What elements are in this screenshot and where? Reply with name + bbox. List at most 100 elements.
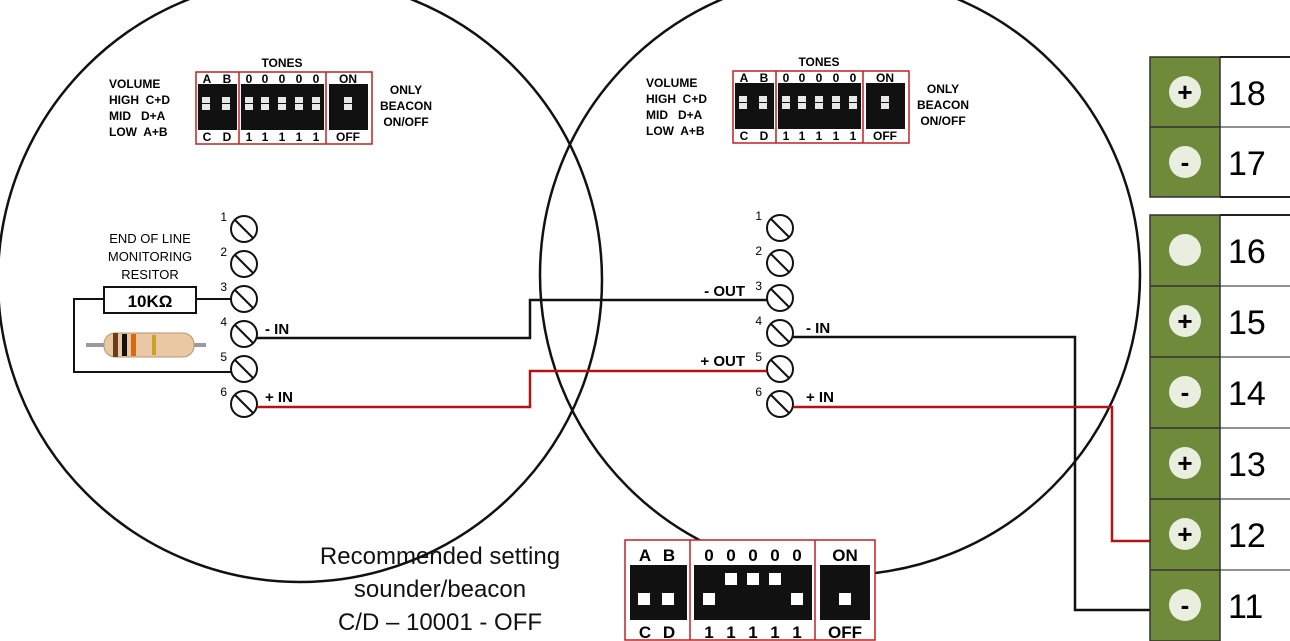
svg-text:-: -	[1181, 147, 1190, 177]
panel-terminal-block-bottom: + - + + - 16 15 14 13 12 11	[1149, 214, 1290, 641]
caption-line-3: C/D – 10001 - OFF	[337, 609, 543, 636]
svg-text:0: 0	[748, 546, 757, 565]
svg-text:-: -	[1181, 590, 1190, 620]
detector-left-dip-panel: TONES VOLUME HIGH C+D MID D+A LOW A+B ON…	[109, 56, 432, 145]
terminal-number-13: 13	[1228, 446, 1266, 484]
svg-text:0: 0	[726, 546, 735, 565]
terminal-screw-14: -	[1169, 376, 1201, 408]
caption-line-2: sounder/beacon	[353, 576, 527, 603]
panel-terminal-block-top: + - 18 17	[1149, 56, 1290, 198]
detector-left-terminals: 1 2 3 4 5 6	[220, 210, 258, 418]
svg-text:0: 0	[770, 546, 779, 565]
svg-text:0: 0	[704, 546, 713, 565]
svg-text:+: +	[1177, 448, 1192, 478]
on-off-label: ON/OFF	[920, 114, 965, 128]
volume-mid-label: MID D+A	[109, 109, 166, 123]
svg-text:1: 1	[262, 130, 269, 144]
volume-label: VOLUME	[646, 76, 697, 90]
volume-low-label: LOW A+B	[109, 125, 168, 139]
tones-label: TONES	[261, 56, 302, 70]
terminal-screw-13: +	[1169, 447, 1201, 479]
svg-text:D: D	[760, 129, 769, 143]
wire-label-out-minus: - OUT	[704, 283, 745, 300]
terminal-number: 6	[755, 385, 762, 399]
terminal-screw-18: +	[1169, 76, 1201, 108]
terminal-number-16: 16	[1228, 233, 1266, 271]
svg-text:0: 0	[783, 71, 790, 85]
wire-positive-link	[257, 369, 767, 409]
svg-text:C: C	[740, 129, 749, 143]
svg-text:1: 1	[799, 129, 806, 143]
terminal-number: 4	[755, 314, 762, 328]
svg-text:OFF: OFF	[336, 130, 360, 144]
svg-text:+: +	[1177, 306, 1192, 336]
svg-text:1: 1	[792, 623, 801, 641]
wire-label-in-plus: + IN	[806, 389, 834, 406]
resistor-value-label: 10KΩ	[128, 292, 173, 311]
terminal-screw-12: +	[1169, 518, 1201, 550]
volume-low-label: LOW A+B	[646, 124, 705, 138]
svg-text:0: 0	[816, 71, 823, 85]
volume-high-label: HIGH C+D	[646, 92, 707, 106]
svg-text:1: 1	[726, 623, 735, 641]
svg-text:OFF: OFF	[873, 129, 897, 143]
eol-caption-line1: END OF LINE	[109, 231, 191, 246]
svg-text:0: 0	[792, 546, 801, 565]
svg-text:0: 0	[246, 72, 253, 86]
wire-label-in-minus: - IN	[265, 321, 289, 338]
svg-text:1: 1	[816, 129, 823, 143]
only-label: ONLY	[390, 83, 422, 97]
svg-text:OFF: OFF	[828, 623, 862, 641]
detector-right-terminals: 1 2 3 4 5 6	[755, 209, 794, 418]
svg-text:B: B	[663, 546, 675, 565]
terminal-screw-17: -	[1169, 146, 1201, 178]
tones-label: TONES	[798, 55, 839, 69]
terminal-number-17: 17	[1228, 145, 1266, 183]
terminal-number: 2	[220, 245, 227, 259]
svg-text:B: B	[223, 72, 232, 86]
terminal-screw-11: -	[1169, 589, 1201, 621]
terminal-number: 5	[755, 350, 762, 364]
wire-label-in-plus: + IN	[265, 389, 293, 406]
svg-text:-: -	[1181, 377, 1190, 407]
terminal-number: 1	[755, 209, 762, 223]
wire-negative-panel	[793, 335, 1155, 612]
on-off-label: ON/OFF	[383, 115, 428, 129]
terminal-number-12: 12	[1228, 517, 1266, 555]
svg-text:C: C	[639, 623, 651, 641]
svg-text:ON: ON	[832, 546, 858, 565]
detector-right-dip-panel: TONES VOLUME HIGH C+D MID D+A LOW A+B ON…	[646, 55, 969, 144]
only-label: ONLY	[927, 82, 959, 96]
svg-text:1: 1	[704, 623, 713, 641]
terminal-number: 2	[755, 244, 762, 258]
svg-text:0: 0	[279, 72, 286, 86]
svg-text:ON: ON	[339, 72, 357, 86]
svg-text:0: 0	[850, 71, 857, 85]
beacon-label: BEACON	[917, 98, 969, 112]
svg-text:0: 0	[296, 72, 303, 86]
svg-text:0: 0	[262, 72, 269, 86]
terminal-number: 5	[220, 350, 227, 364]
svg-text:+: +	[1177, 77, 1192, 107]
svg-text:1: 1	[279, 130, 286, 144]
svg-text:A: A	[203, 72, 212, 86]
terminal-number-15: 15	[1228, 304, 1266, 342]
beacon-label: BEACON	[380, 99, 432, 113]
svg-text:A: A	[639, 546, 651, 565]
svg-text:1: 1	[850, 129, 857, 143]
dip-switch-left: A B 0 0 0 0 0 ON C D 1 1 1 1 1 OFF	[195, 71, 373, 145]
svg-text:+: +	[1177, 519, 1192, 549]
terminal-number: 6	[220, 385, 227, 399]
svg-text:0: 0	[313, 72, 320, 86]
terminal-number: 3	[755, 279, 762, 293]
resistor-icon	[86, 332, 206, 358]
svg-text:1: 1	[783, 129, 790, 143]
wire-negative-link	[257, 298, 767, 340]
svg-text:ON: ON	[876, 71, 894, 85]
terminal-screw-15: +	[1169, 305, 1201, 337]
wire-positive-panel	[793, 405, 1155, 543]
terminal-number: 4	[220, 315, 227, 329]
volume-label: VOLUME	[109, 77, 160, 91]
svg-text:0: 0	[833, 71, 840, 85]
recommended-dip-switch: A B 0 0 0 0 0 ON C D 1 1 1 1 1 OFF	[624, 539, 876, 641]
